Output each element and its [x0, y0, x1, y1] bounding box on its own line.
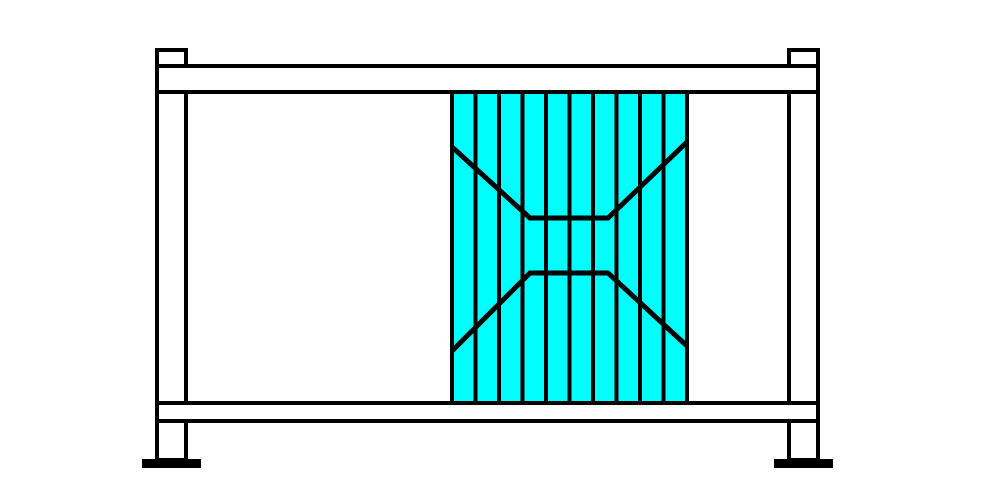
left-foot-plate	[142, 459, 201, 468]
left-post	[155, 48, 188, 462]
right-foot-plate	[774, 459, 833, 468]
bottom-rail	[155, 401, 820, 423]
top-rail	[155, 64, 820, 94]
decorative-bar-upper	[450, 140, 689, 221]
right-post	[787, 48, 820, 462]
vertical-balusters	[473, 92, 666, 403]
decorative-bar-lower	[450, 270, 689, 353]
